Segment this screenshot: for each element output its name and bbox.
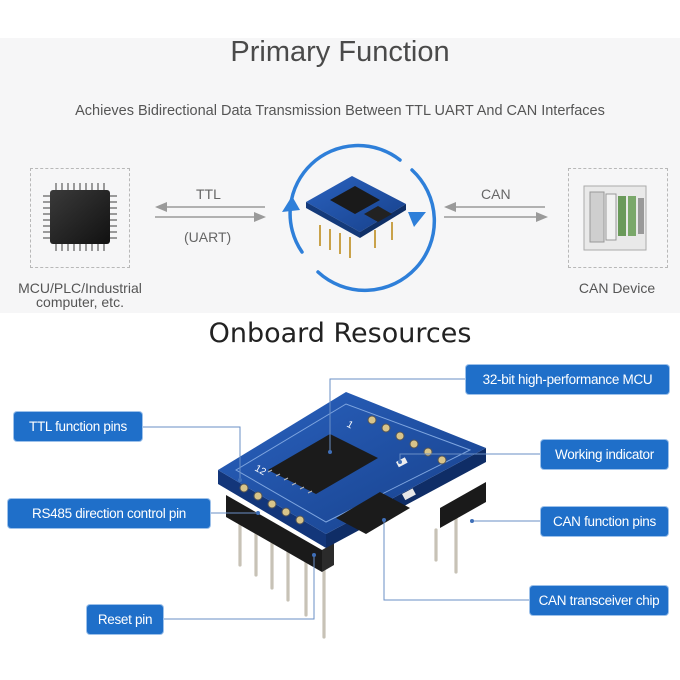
primary-function-title: Primary Function — [230, 36, 450, 68]
uart-label: (UART) — [184, 229, 232, 245]
can-device-icon — [583, 185, 647, 251]
ttl-bidirectional-arrows — [155, 202, 266, 222]
mcu-chip-icon — [43, 183, 117, 251]
callout-working-indicator: Working indicator — [541, 440, 668, 469]
callout-leader-lines — [142, 378, 541, 620]
can-device-box — [568, 168, 668, 268]
circular-sync-arrows — [288, 143, 437, 293]
module-board-illustration — [218, 392, 486, 639]
callout-leader-dots — [238, 450, 474, 557]
arc-arrowhead-left-icon — [282, 196, 300, 212]
primary-function-subtitle: Achieves Bidirectional Data Transmission… — [75, 103, 605, 119]
small-module-illustration — [306, 176, 406, 258]
callout-can-transceiver: CAN transceiver chip — [530, 586, 668, 615]
mcu-caption-line2: computer, etc. — [36, 294, 124, 310]
mcu-box — [30, 168, 130, 268]
silk-label-1: 1 — [345, 419, 356, 432]
can-device-caption: CAN Device — [578, 280, 656, 296]
onboard-resources-title: Onboard Resources — [208, 318, 472, 349]
can-bidirectional-arrows — [444, 202, 548, 222]
callout-reset-pin: Reset pin — [87, 605, 163, 634]
callout-mcu: 32-bit high-performance MCU — [466, 365, 669, 394]
arc-arrowhead-right-icon — [408, 212, 426, 227]
can-label: CAN — [481, 186, 511, 202]
mcu-caption-line1: MCU/PLC/Industrial — [18, 280, 142, 296]
callout-ttl-pins: TTL function pins — [14, 412, 142, 441]
callout-can-pins: CAN function pins — [541, 507, 668, 536]
ttl-label: TTL — [196, 186, 221, 202]
callout-rs485: RS485 direction control pin — [8, 499, 210, 528]
silk-label-12: 12 — [253, 463, 269, 478]
